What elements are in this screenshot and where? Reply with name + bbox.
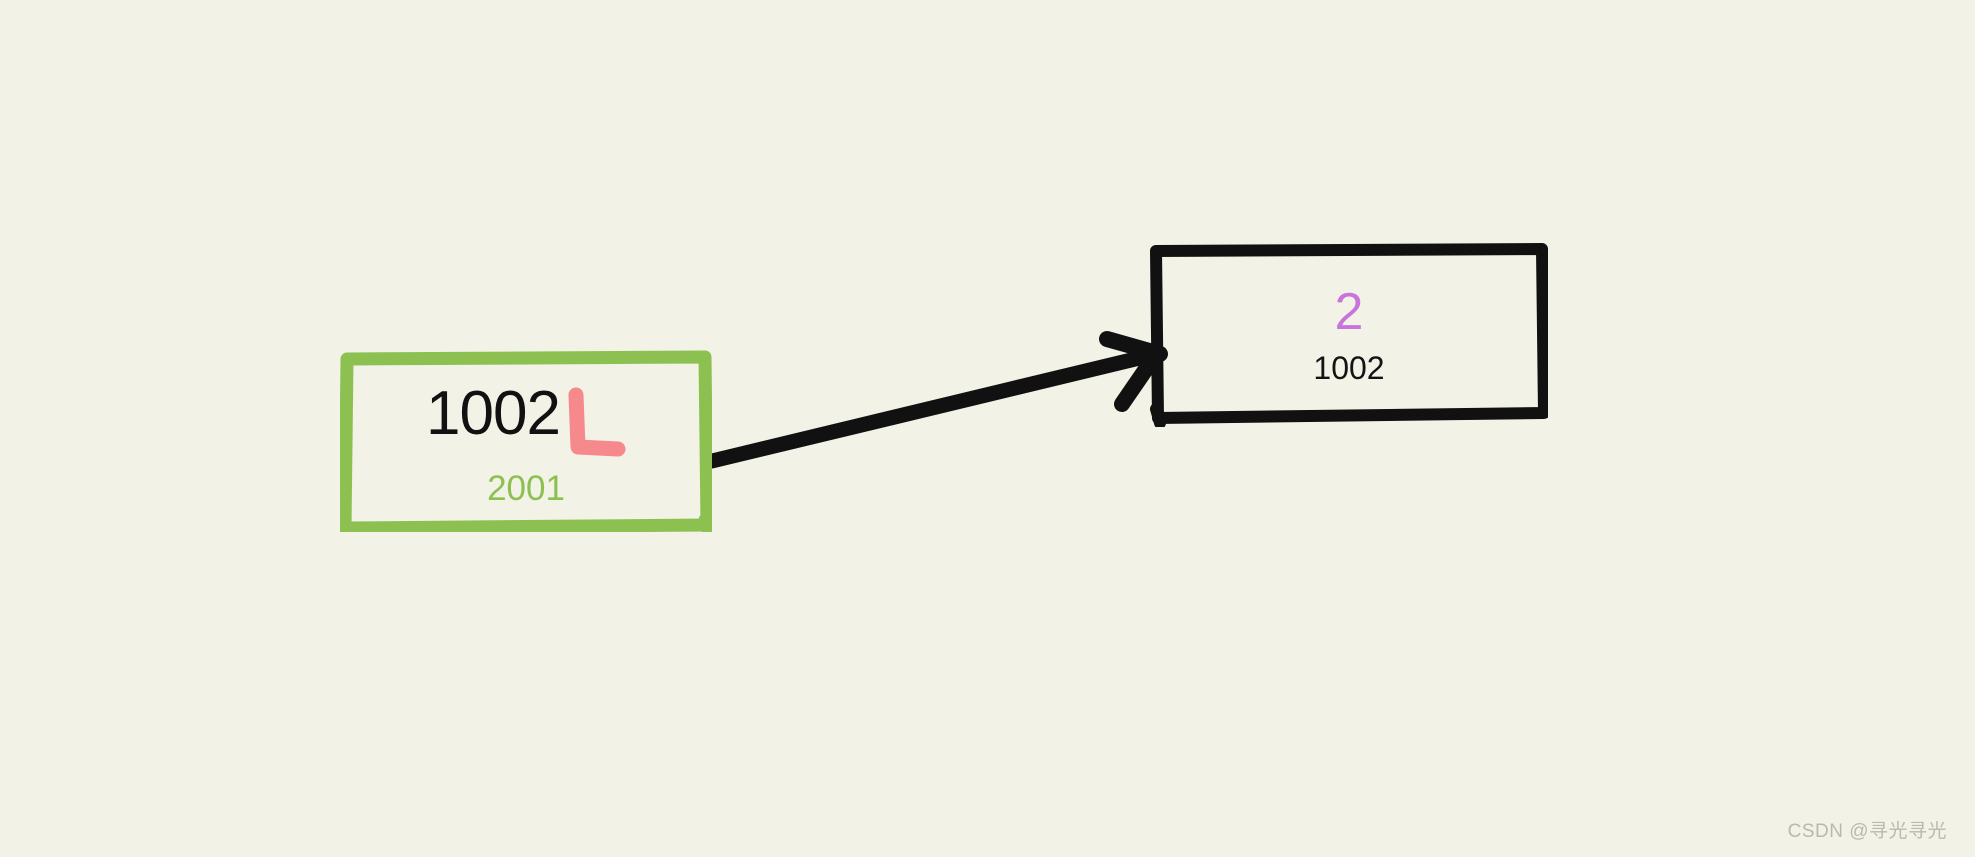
source-primary-value: 1002 (426, 378, 561, 448)
target-secondary-value: 1002 (1313, 350, 1385, 386)
arrow-shaft (704, 347, 1160, 469)
target-primary-value: 2 (1334, 283, 1364, 341)
source-node[interactable]: 1002 2001 (340, 350, 712, 532)
l-marker-icon (568, 387, 626, 456)
source-node-content: 1002 2001 (340, 350, 712, 532)
source-primary-row: 1002 (426, 378, 626, 465)
arrowhead-lower-barb (1114, 348, 1163, 412)
target-node-content: 2 1002 (1150, 243, 1548, 427)
source-secondary-value: 2001 (487, 468, 565, 508)
target-node-border (1150, 243, 1548, 427)
source-node-border (340, 350, 712, 532)
watermark: CSDN @寻光寻光 (1787, 821, 1947, 842)
target-node[interactable]: 2 1002 (1150, 243, 1548, 427)
pointer-arrow (704, 331, 1168, 469)
